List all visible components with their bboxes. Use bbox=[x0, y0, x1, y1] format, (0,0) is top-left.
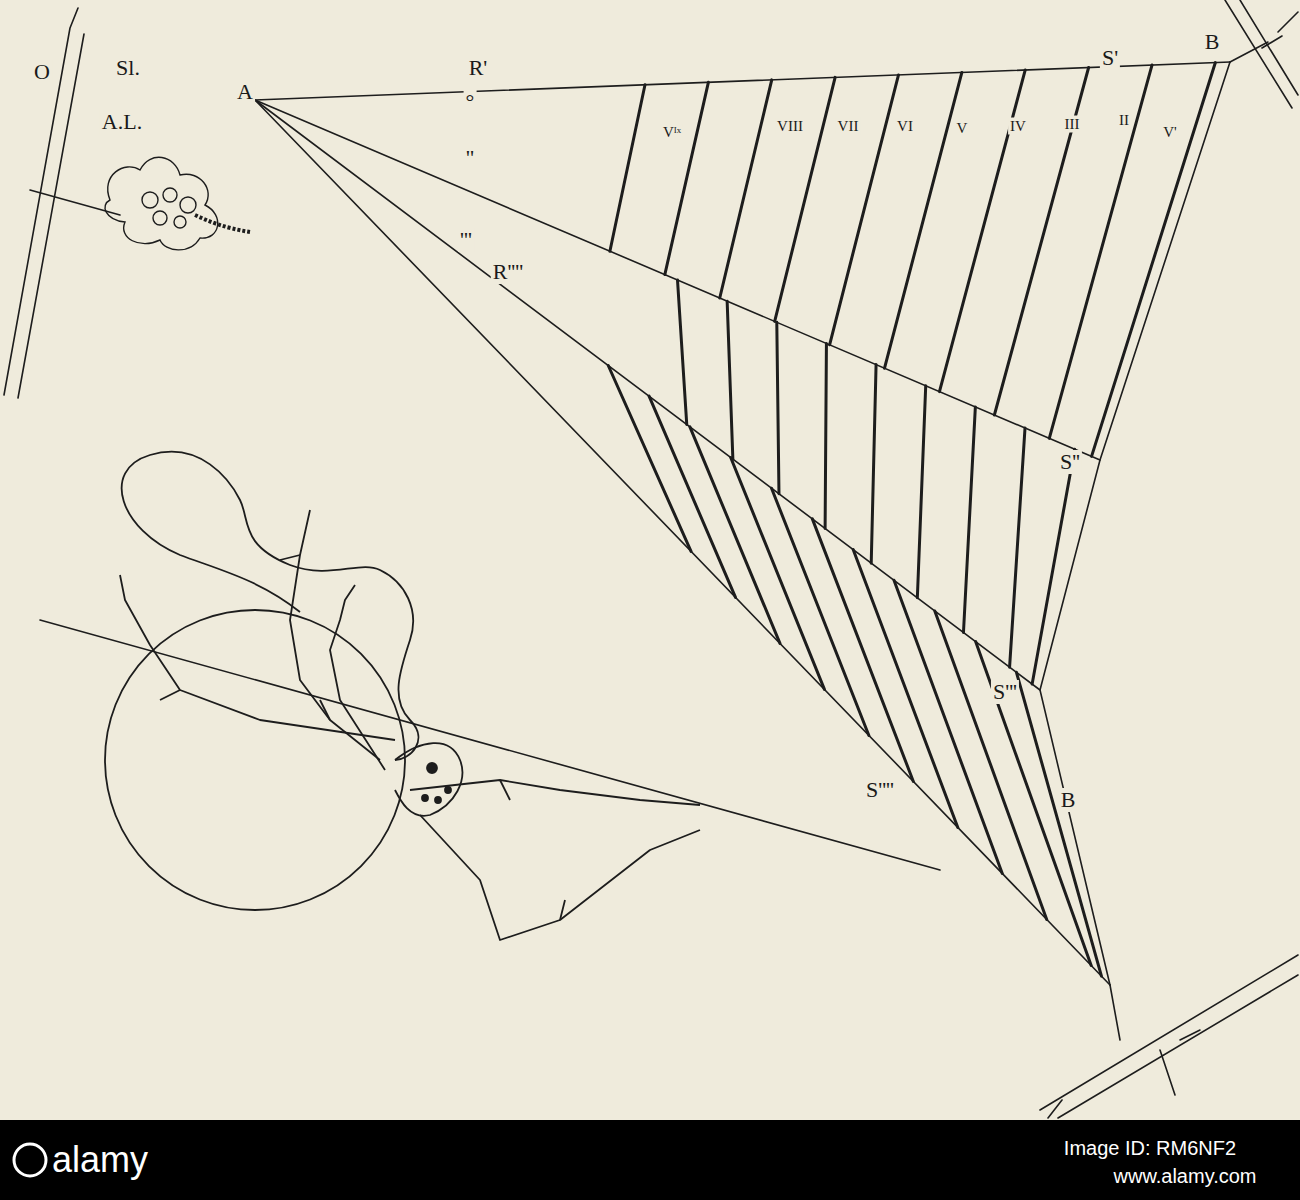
callout-label: R' bbox=[467, 56, 490, 80]
callout-label: Sl. bbox=[114, 56, 142, 80]
web-thread bbox=[255, 100, 1100, 460]
callout-label: B bbox=[1203, 30, 1222, 54]
web-thread bbox=[1016, 672, 1101, 976]
callout-label: " bbox=[464, 146, 477, 170]
web-thread bbox=[678, 280, 687, 425]
web-thread bbox=[871, 365, 876, 564]
web-thread bbox=[1032, 449, 1075, 684]
callout-label: IV bbox=[1008, 118, 1028, 135]
callout-label: A.L. bbox=[100, 110, 144, 134]
web-thread bbox=[894, 580, 1002, 873]
callout-label: O bbox=[32, 60, 52, 84]
callout-label: ° bbox=[464, 90, 477, 114]
web-thread bbox=[772, 488, 869, 735]
callout-label: V' bbox=[1161, 124, 1179, 141]
callout-label: B bbox=[1059, 788, 1078, 812]
web-thread bbox=[777, 322, 779, 494]
web-thread bbox=[255, 100, 1040, 690]
web-thread bbox=[665, 82, 709, 274]
callout-label: ''' bbox=[458, 228, 474, 252]
web-thread bbox=[885, 72, 962, 368]
web-thread bbox=[649, 396, 735, 597]
callout-label: R'''' bbox=[491, 260, 526, 284]
web-thread bbox=[830, 75, 899, 345]
web-thread bbox=[720, 80, 772, 298]
callout-label: V bbox=[955, 120, 970, 137]
web-thread bbox=[727, 301, 733, 459]
callout-label: A bbox=[235, 80, 255, 104]
web-thread bbox=[976, 642, 1092, 966]
web-thread bbox=[1049, 65, 1152, 438]
web-thread bbox=[775, 77, 835, 321]
watermark: www.alamy.com bbox=[1112, 1165, 1259, 1187]
web-thread bbox=[917, 386, 925, 598]
callout-label: VII bbox=[836, 118, 861, 135]
callout-label: III bbox=[1063, 116, 1082, 133]
callout-label: S' bbox=[1100, 46, 1120, 70]
callout-label: S''' bbox=[991, 680, 1019, 704]
web-thread bbox=[1010, 428, 1025, 667]
web-thread bbox=[963, 407, 975, 633]
callout-label: VI bbox=[895, 118, 915, 135]
web-thread bbox=[690, 427, 780, 644]
callout-label: S'''' bbox=[864, 778, 896, 802]
web-thread bbox=[853, 550, 958, 828]
web-thread bbox=[731, 458, 825, 690]
web-thread bbox=[935, 611, 1047, 920]
watermark: alamy bbox=[50, 1141, 150, 1179]
callout-label: II bbox=[1117, 112, 1131, 129]
web-thread bbox=[812, 519, 913, 782]
web-thread bbox=[610, 85, 645, 251]
callout-label: Vᴵˣ bbox=[661, 124, 683, 141]
web-thread bbox=[994, 68, 1088, 415]
callout-label: S'' bbox=[1058, 450, 1082, 474]
web-thread bbox=[608, 366, 691, 552]
watermark: Image ID: RM6NF2 bbox=[1062, 1137, 1238, 1159]
web-thread bbox=[1092, 63, 1216, 457]
callout-label: VIII bbox=[775, 118, 805, 135]
web-thread bbox=[825, 343, 826, 528]
